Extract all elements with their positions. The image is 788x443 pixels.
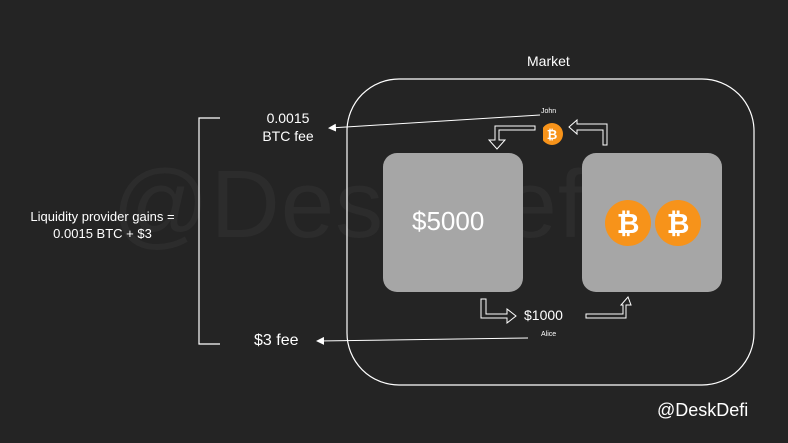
flow-arrow-top-right <box>568 118 608 146</box>
bitcoin-icon: ₿ <box>655 200 701 246</box>
usd-pool-amount: $5000 <box>412 206 485 236</box>
usd-pool-box <box>383 153 523 292</box>
btc-fee-label: 0.0015 BTC fee <box>238 109 338 145</box>
market-outline <box>346 78 755 386</box>
bitcoin-icon: ₿ <box>605 200 651 246</box>
liquidity-summary-line2: 0.0015 BTC + $3 <box>53 226 152 241</box>
watermark-text: @DeskDefi <box>112 151 608 258</box>
trader-alice-label: Alice <box>541 331 557 338</box>
btc-pool-box <box>582 153 722 292</box>
credit-handle: @DeskDefi <box>657 400 749 420</box>
market-label: Market <box>527 53 570 69</box>
btc-fee-arrow <box>328 114 541 132</box>
flow-arrow-bottom-right <box>585 296 632 319</box>
trader-alice-amount: $1000 <box>524 307 563 323</box>
flow-arrow-top-left <box>487 125 536 150</box>
bracket <box>198 117 220 345</box>
bitcoin-icon: ₿ <box>543 123 563 145</box>
liquidity-summary: Liquidity provider gains = 0.0015 BTC + … <box>10 208 195 242</box>
btc-fee-unit: BTC fee <box>262 128 314 144</box>
btc-fee-amount: 0.0015 <box>266 110 310 126</box>
flow-arrow-bottom-left <box>480 298 517 325</box>
svg-text:₿: ₿ <box>547 127 558 142</box>
usd-fee-label: $3 fee <box>254 332 299 349</box>
usd-fee-arrow <box>316 336 529 345</box>
svg-text:₿: ₿ <box>617 208 640 239</box>
trader-john-label: John <box>541 108 557 115</box>
liquidity-summary-line1: Liquidity provider gains = <box>30 209 175 224</box>
svg-text:₿: ₿ <box>667 208 690 239</box>
